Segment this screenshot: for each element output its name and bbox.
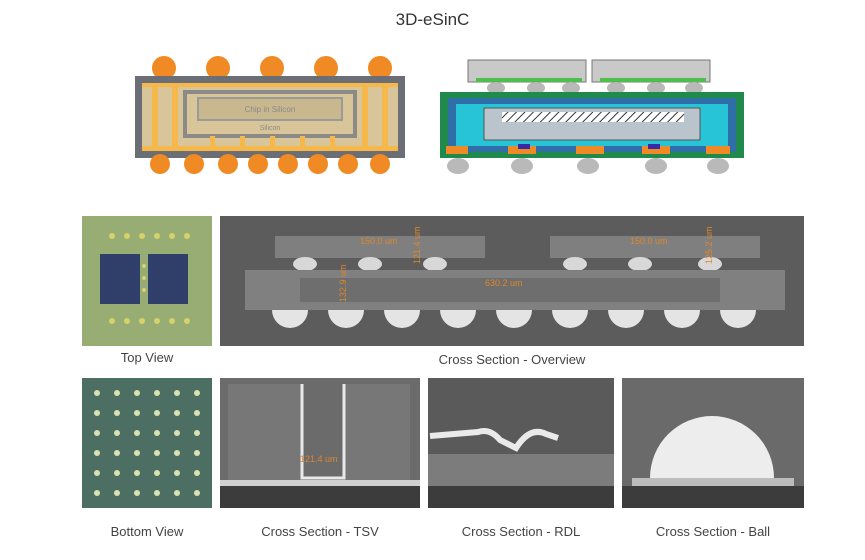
bottom-view-image (82, 378, 212, 508)
overview-measure-1: 150.0 um (360, 236, 398, 246)
ball-caption: Cross Section - Ball (655, 524, 771, 539)
overview-measure-4: 125.2 um (704, 226, 714, 264)
overview-measure-6: 630.2 um (485, 278, 523, 288)
tsv-copper (142, 83, 398, 151)
bottom-view-caption: Bottom View (110, 524, 184, 539)
top-solder-balls (152, 56, 392, 80)
overview-measure-5: 132.9 um (338, 264, 348, 302)
overview-caption: Cross Section - Overview (438, 352, 586, 367)
overview-image: 150.0 um 150.0 um 121.4 um 125.2 um 132.… (220, 216, 804, 346)
tsv-caption: Cross Section - TSV (261, 524, 379, 539)
rdl-image (428, 378, 614, 508)
bottom-solder-balls (150, 154, 390, 174)
micro-bumps (487, 82, 703, 94)
schematic-right (440, 59, 744, 174)
ball-image (622, 378, 804, 508)
tsv-image: 121.4 um (220, 378, 420, 508)
top-view-caption: Top View (120, 350, 174, 365)
die-label: Chip in Silicon (245, 105, 296, 114)
top-view-image (82, 216, 212, 346)
rdl-caption: Cross Section - RDL (461, 524, 581, 539)
silicon-label: Silicon (260, 125, 281, 132)
schematic-left: Chip in Silicon Silicon (135, 56, 405, 174)
top-dies (467, 59, 711, 83)
overview-measure-3: 121.4 um (412, 226, 422, 264)
copper-pads (446, 146, 730, 154)
tsv-measure: 121.4 um (300, 454, 338, 464)
page-title: 3D-eSinC (395, 10, 470, 29)
overview-measure-2: 150.0 um (630, 236, 668, 246)
bottom-balls (447, 158, 729, 174)
